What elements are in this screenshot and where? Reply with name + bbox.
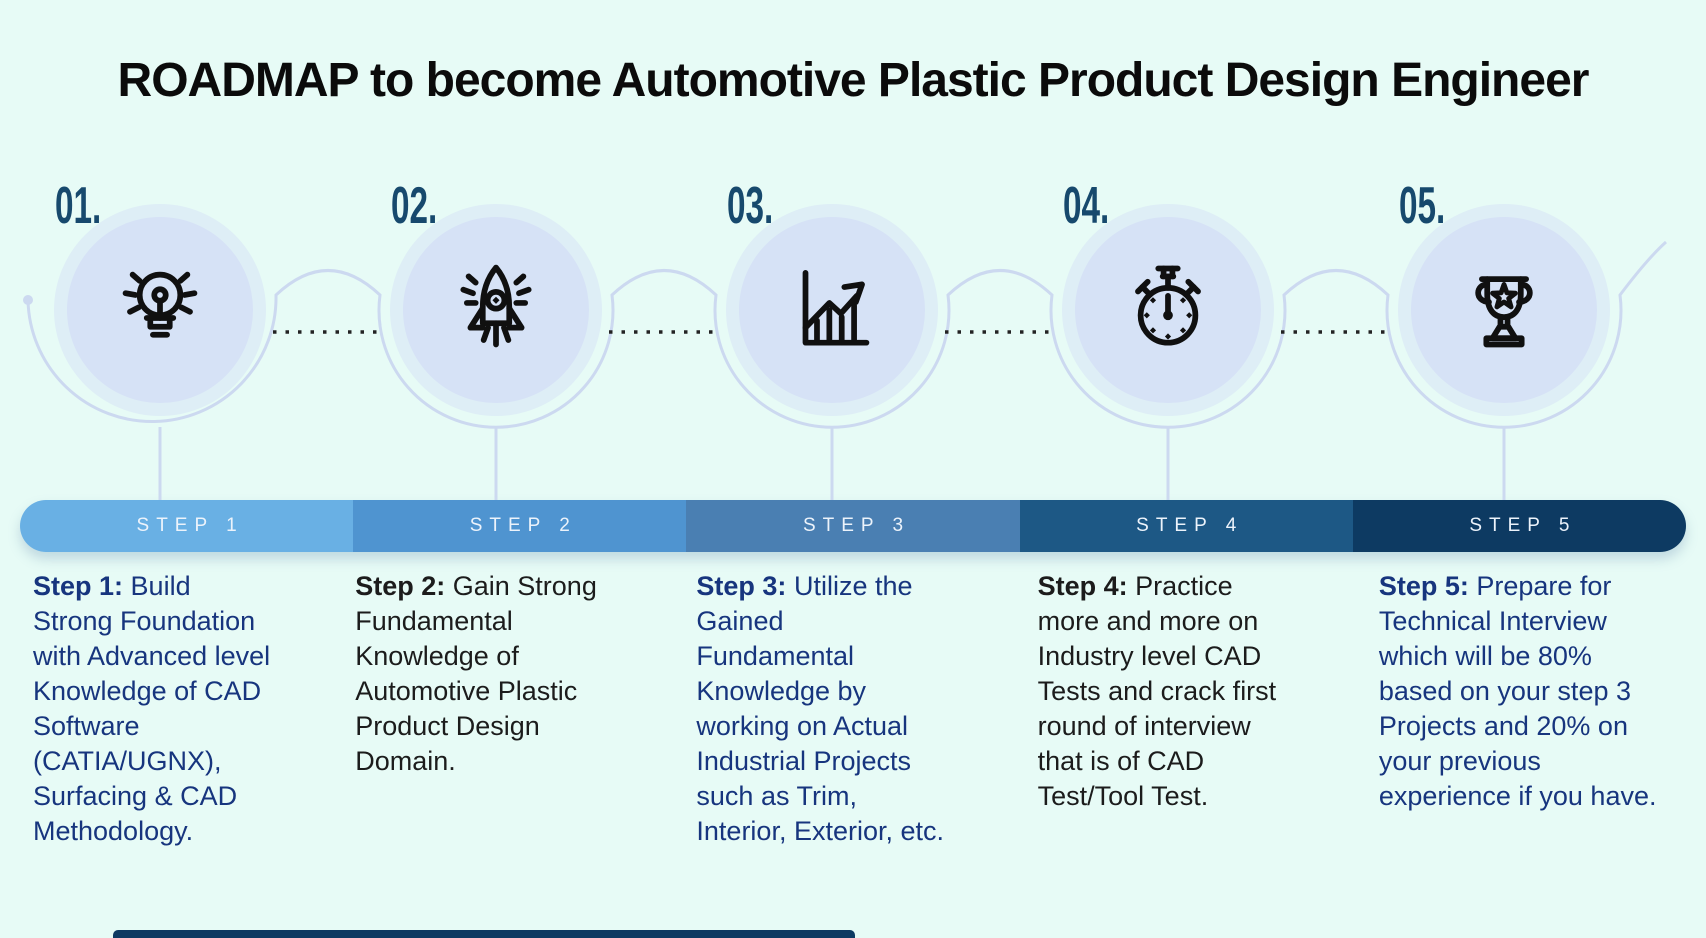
step-circle-5 — [1411, 217, 1597, 403]
connector-curve — [23, 240, 1667, 500]
step-description-prefix: Step 4: — [1037, 571, 1128, 601]
step-circle-2 — [403, 217, 589, 403]
step-description-body: Practice more and more on Industry level… — [1037, 571, 1277, 811]
step-description-prefix: Step 2: — [355, 571, 446, 601]
title-bar: ROADMAP to become Automotive Plastic Pro… — [0, 0, 1706, 160]
stopwatch-icon — [1135, 265, 1201, 346]
step-description-prefix: Step 5: — [1378, 571, 1469, 601]
milestone-row: 01. 02. 03. 04. 05. — [0, 160, 1706, 500]
step-number-5: 05. — [1399, 177, 1446, 235]
trophy-icon — [1475, 276, 1533, 348]
step-description-body: Gain Strong Fundamental Knowledge of Aut… — [355, 571, 597, 776]
step-bar-label-2: STEP 2 — [469, 515, 577, 536]
step-description-body: Utilize the Gained Fundamental Knowledge… — [696, 571, 945, 846]
step-description-3: Step 3: Utilize the Gained Fundamental K… — [682, 569, 1023, 849]
step-number-3: 03. — [727, 177, 774, 235]
step-bar-label-4: STEP 4 — [1136, 515, 1244, 536]
step-circle-3 — [739, 217, 925, 403]
lightbulb-icon — [122, 271, 198, 338]
bottom-accent-strip — [113, 930, 855, 938]
step-description-4: Step 4: Practice more and more on Indust… — [1024, 569, 1365, 849]
step-description-body: Build Strong Foundation with Advanced le… — [33, 571, 271, 846]
step-bar-segment-5: STEP 5 — [1352, 500, 1686, 552]
step-circle-1 — [67, 217, 253, 403]
rocket-icon — [460, 264, 532, 348]
step-bar-label-3: STEP 3 — [802, 515, 911, 536]
step-number-4: 04. — [1063, 177, 1110, 235]
step-description-5: Step 5: Prepare for Technical Interview … — [1365, 569, 1706, 849]
step-description-prefix: Step 1: — [33, 571, 124, 601]
step-description-prefix: Step 3: — [696, 571, 787, 601]
step-bar-segment-4: STEP 4 — [1019, 500, 1353, 552]
step-descriptions: Step 1: Build Strong Foundation with Adv… — [0, 569, 1706, 849]
step-progress-bar: STEP 1 STEP 2 STEP 3 STEP 4 STEP 5 — [20, 500, 1686, 552]
step-description-1: Step 1: Build Strong Foundation with Adv… — [0, 569, 341, 849]
page-title: ROADMAP to become Automotive Plastic Pro… — [117, 53, 1590, 107]
step-bar-segment-1: STEP 1 — [20, 500, 354, 552]
step-bar-segment-3: STEP 3 — [686, 500, 1020, 552]
step-circle-4 — [1075, 217, 1261, 403]
step-number-2: 02. — [391, 177, 438, 235]
step-bar-segment-2: STEP 2 — [353, 500, 687, 552]
step-number-1: 01. — [55, 177, 102, 235]
step-bar-label-1: STEP 1 — [136, 515, 244, 536]
step-description-2: Step 2: Gain Strong Fundamental Knowledg… — [341, 569, 682, 849]
growth-chart-icon — [802, 270, 870, 346]
step-bar-label-5: STEP 5 — [1469, 515, 1577, 536]
step-description-body: Prepare for Technical Interview which wi… — [1378, 571, 1657, 811]
